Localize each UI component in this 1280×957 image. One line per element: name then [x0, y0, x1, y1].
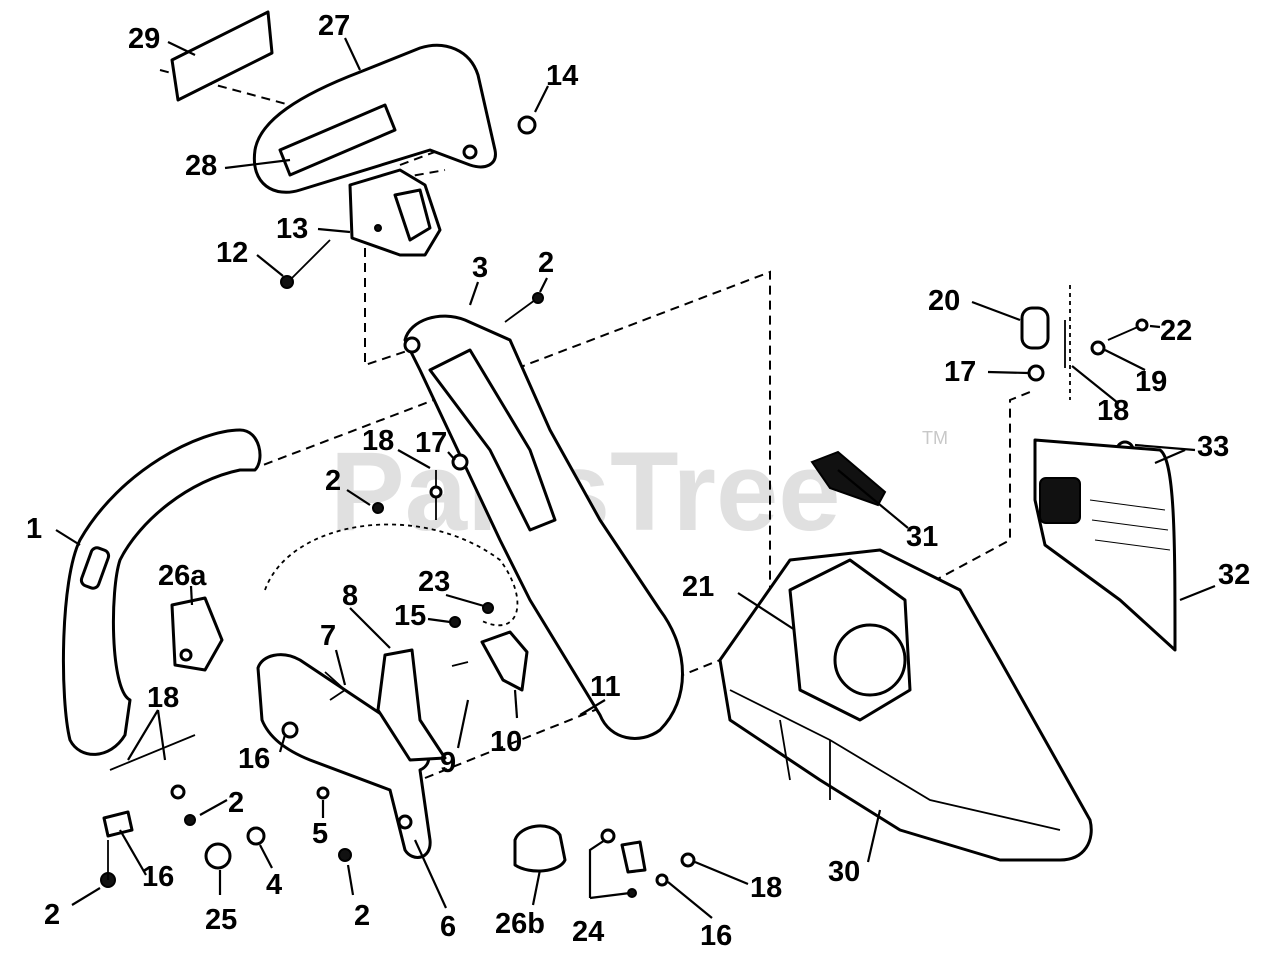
- callout-15: 15: [394, 600, 426, 632]
- callout-16-bottom-left: 16: [142, 861, 174, 893]
- callout-16-bottom: 16: [700, 920, 732, 952]
- part-19-washer: [1090, 340, 1106, 356]
- callout-7: 7: [320, 620, 336, 652]
- callout-5: 5: [312, 818, 328, 850]
- callout-11: 11: [590, 671, 621, 703]
- part-13-bracket: [348, 168, 442, 257]
- part-15-screw: [449, 602, 494, 628]
- callout-2-bottom-mid: 2: [354, 900, 370, 932]
- callout-6: 6: [440, 911, 456, 943]
- callout-2-bottom-left: 2: [44, 899, 60, 931]
- part-5-washer: [316, 786, 330, 800]
- part-17-mount-right: [1027, 364, 1045, 382]
- callout-10: 10: [490, 726, 522, 758]
- callout-21: 21: [682, 571, 714, 603]
- part-10-trigger: [480, 630, 529, 692]
- callout-25: 25: [205, 904, 237, 936]
- callout-32: 32: [1218, 559, 1250, 591]
- callout-29: 29: [128, 23, 160, 55]
- part-4-nut: [246, 826, 266, 846]
- callout-8: 8: [342, 580, 358, 612]
- part-1-front-handle: [61, 428, 262, 756]
- callout-27: 27: [318, 10, 350, 42]
- callout-17-mid: 17: [415, 427, 447, 459]
- leader-lines: [55, 37, 1216, 919]
- callout-12: 12: [216, 237, 248, 269]
- callout-23: 23: [418, 566, 450, 598]
- callout-33: 33: [1197, 431, 1229, 463]
- part-3-rear-handle: [403, 314, 684, 740]
- part-12-screw: [280, 239, 331, 289]
- part-14-nut: [517, 115, 537, 135]
- callout-2-top: 2: [538, 247, 554, 279]
- callout-26a: 26a: [158, 560, 207, 592]
- part-18-mount-bottom: [680, 852, 696, 868]
- part-2-screw-lower: [338, 848, 352, 862]
- callout-14: 14: [546, 60, 578, 92]
- part-20-buffer: [1020, 306, 1050, 350]
- part-17-18-mount-mid: [372, 453, 469, 520]
- part-25-knob: [204, 842, 232, 870]
- callout-31: 31: [906, 521, 938, 553]
- part-2-screw-upper: [504, 292, 544, 323]
- part-26b-cap: [513, 824, 567, 873]
- callout-19: 19: [1135, 366, 1167, 398]
- callout-24: 24: [572, 916, 604, 948]
- callout-18-bottom: 18: [750, 872, 782, 904]
- callout-1: 1: [26, 513, 42, 545]
- callout-18-right: 18: [1097, 395, 1129, 427]
- callout-28: 28: [185, 150, 217, 182]
- callout-2-mid: 2: [325, 465, 341, 497]
- part-22-screw: [1107, 318, 1149, 341]
- part-30-crankcase: [718, 548, 1093, 862]
- part-27-handle-upper: [252, 43, 497, 194]
- callout-20: 20: [928, 285, 960, 317]
- part-6-guard-plate: [256, 653, 432, 859]
- callout-3: 3: [472, 252, 488, 284]
- callout-16-left: 16: [238, 743, 270, 775]
- callout-4: 4: [266, 869, 282, 901]
- part-29-decal: [170, 10, 274, 102]
- callout-26b: 26b: [495, 908, 545, 940]
- part-7-spring: [324, 671, 347, 701]
- callout-22: 22: [1160, 315, 1192, 347]
- callout-17-right: 17: [944, 356, 976, 388]
- callout-9: 9: [440, 747, 456, 779]
- callouts: 29 27 14 28 13 12 3 2 20 22 17 19 18 17 …: [26, 10, 1250, 952]
- callout-18-left: 18: [147, 682, 179, 714]
- part-16-mount-left: [100, 734, 196, 888]
- callout-2-left-mid: 2: [228, 787, 244, 819]
- part-26a-bracket: [170, 596, 224, 672]
- part-24-spring-assembly: [600, 828, 669, 898]
- callout-30: 30: [828, 856, 860, 888]
- part-9-pin: [451, 661, 469, 667]
- part-8-lever: [376, 648, 447, 762]
- callout-13: 13: [276, 213, 308, 245]
- part-32-side-cover: [1033, 438, 1177, 652]
- watermark-tm: TM: [922, 428, 948, 448]
- callout-18-mid: 18: [362, 425, 394, 457]
